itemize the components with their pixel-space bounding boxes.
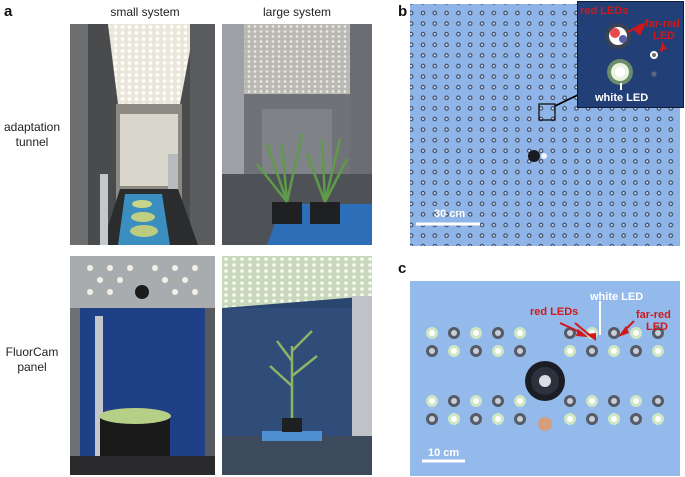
led-center [473,416,479,422]
led-center [589,398,595,404]
led-center [517,330,523,336]
led-center [611,348,617,354]
inset-far-red-line: LED [653,30,675,42]
far-red-line: far-red [636,309,671,321]
led-center [633,330,639,336]
led-center [429,330,435,336]
led-center [655,398,661,404]
led-center [473,348,479,354]
led-center [451,348,457,354]
panel-c-letter: c [398,260,407,277]
led-center [655,348,661,354]
row-header-line: FluorCam [5,345,59,359]
led-center [567,398,573,404]
led-center [495,348,501,354]
red-leds-label: red LEDs [530,306,579,318]
led-center [567,330,573,336]
far-red-led-label: far-red LED [636,309,671,333]
led-center [611,330,617,336]
led-center [473,330,479,336]
led-center [655,330,661,336]
panel-a-letter: a [4,3,13,20]
column-header-small-system: small system [110,5,180,19]
photo-small-adaptation-tunnel [70,24,215,245]
panel-b-letter: b [398,3,408,20]
led-center [589,416,595,422]
photo-small-fluorcam-panel [70,256,215,475]
led-center [611,398,617,404]
white-led-label: white LED [590,291,644,303]
led-center [429,348,435,354]
photo-large-fluorcam-panel [222,256,372,475]
led-center [451,398,457,404]
row-header-fluorcam-panel: FluorCam panel [0,345,64,375]
led-inset: red LEDs far-red LED white LED [577,1,684,108]
led-center [633,416,639,422]
led-center [429,416,435,422]
photo-large-adaptation-tunnel [222,24,372,245]
inset-far-red-label: far-red LED [645,18,680,42]
column-header-large-system: large system [262,5,332,19]
far-red-line: LED [646,321,668,333]
led-center [589,348,595,354]
inset-red-leds-label: red LEDs [580,5,629,17]
fluorcam-panel-photo: 10 cm red LEDs white LED far-red LED [410,281,680,476]
scale-bar-label: 10 cm [428,447,460,459]
led-center [517,416,523,422]
led-center [655,416,661,422]
led-center [633,348,639,354]
led-center [633,398,639,404]
led-center [451,416,457,422]
led-center [495,416,501,422]
row-header-line: adaptation [3,120,61,134]
row-header-adaptation-tunnel: adaptation tunnel [0,120,64,150]
led-center [611,416,617,422]
led-center [567,416,573,422]
row-header-line: panel [17,360,47,374]
inset-far-red-line: far-red [645,18,680,30]
led-center [495,398,501,404]
led-center [517,398,523,404]
led-center [495,330,501,336]
led-center [451,330,457,336]
scale-bar-label: 30 cm [434,208,466,220]
inset-white-led-label: white LED [595,92,649,104]
led-center [517,348,523,354]
led-center [473,398,479,404]
led-center [429,398,435,404]
led-center [567,348,573,354]
row-header-line: tunnel [15,135,49,149]
